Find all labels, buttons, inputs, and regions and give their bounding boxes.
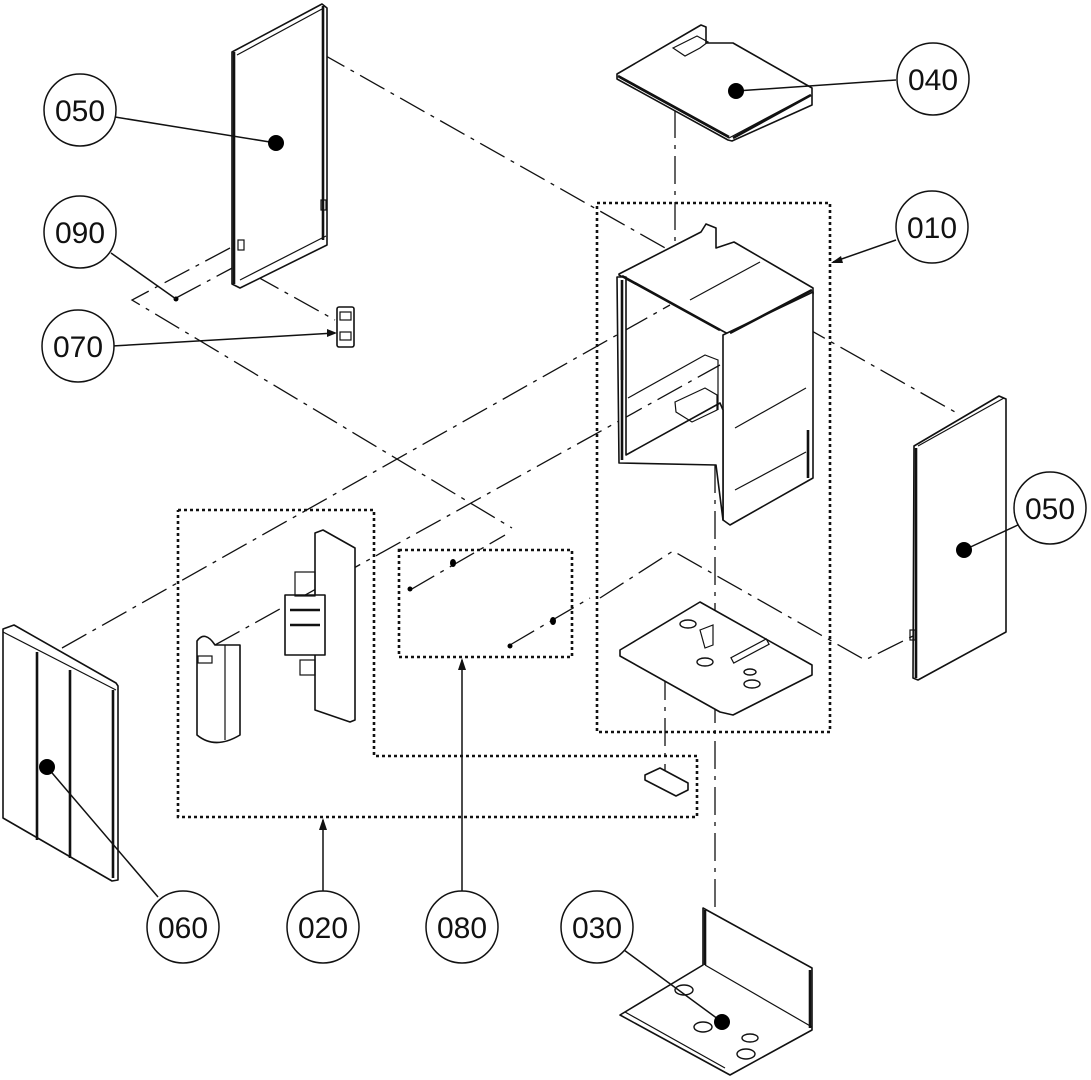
callout-010[interactable]: 010 (895, 190, 969, 264)
part-sensor (644, 767, 689, 797)
alignment-lines (61, 29, 956, 1030)
assembly-boxes (176, 201, 832, 819)
arrow-head (319, 818, 327, 830)
part-base-tray (619, 907, 813, 1076)
callout-050-right[interactable]: 050 (1013, 471, 1087, 545)
marker-dot (728, 83, 744, 99)
callout-label: 020 (298, 912, 348, 945)
assembly-box-010 (595, 201, 832, 734)
part-top-cover (616, 24, 813, 142)
callout-050-left[interactable]: 050 (43, 73, 117, 147)
alignment-line (253, 274, 336, 321)
callout-070[interactable]: 070 (41, 309, 115, 383)
arrow-head (458, 658, 466, 670)
arrow-head (327, 329, 337, 337)
part-clip (336, 306, 355, 348)
callout-030[interactable]: 030 (560, 890, 634, 964)
callout-label: 060 (158, 912, 208, 945)
alignment-line (509, 597, 591, 646)
callout-090[interactable]: 090 (43, 195, 117, 269)
leaders (39, 79, 1021, 1030)
marker-dot (714, 1014, 730, 1030)
part-control-box (196, 529, 356, 744)
callout-020[interactable]: 020 (286, 890, 360, 964)
alignment-line (279, 29, 956, 413)
marker-dot (268, 135, 284, 151)
marker-dot (39, 759, 55, 775)
callout-040[interactable]: 040 (896, 42, 970, 116)
assembly-box-080 (397, 548, 574, 659)
part-cabinet-frame (616, 223, 814, 526)
callout-080[interactable]: 080 (425, 890, 499, 964)
alignment-line (175, 265, 237, 299)
callout-label: 080 (437, 912, 487, 945)
alignment-line (61, 304, 671, 649)
marker-dot (956, 542, 972, 558)
arrow-head (831, 256, 843, 263)
callout-label: 090 (55, 217, 105, 250)
callout-label: 040 (908, 64, 958, 97)
alignment-line (409, 534, 506, 591)
callout-label: 050 (1025, 493, 1075, 526)
part-screw-set (407, 559, 556, 649)
alignment-line (130, 247, 513, 529)
part-base-plate (619, 601, 813, 716)
part-side-panel-right (909, 395, 1007, 681)
assembly-box-020 (176, 508, 699, 819)
callout-label: 030 (572, 912, 622, 945)
callout-label: 010 (907, 212, 957, 245)
part-front-panel (2, 624, 119, 882)
callout-060[interactable]: 060 (146, 890, 220, 964)
alignment-line (599, 550, 916, 661)
callout-label: 050 (55, 95, 105, 128)
callout-label: 070 (53, 331, 103, 364)
